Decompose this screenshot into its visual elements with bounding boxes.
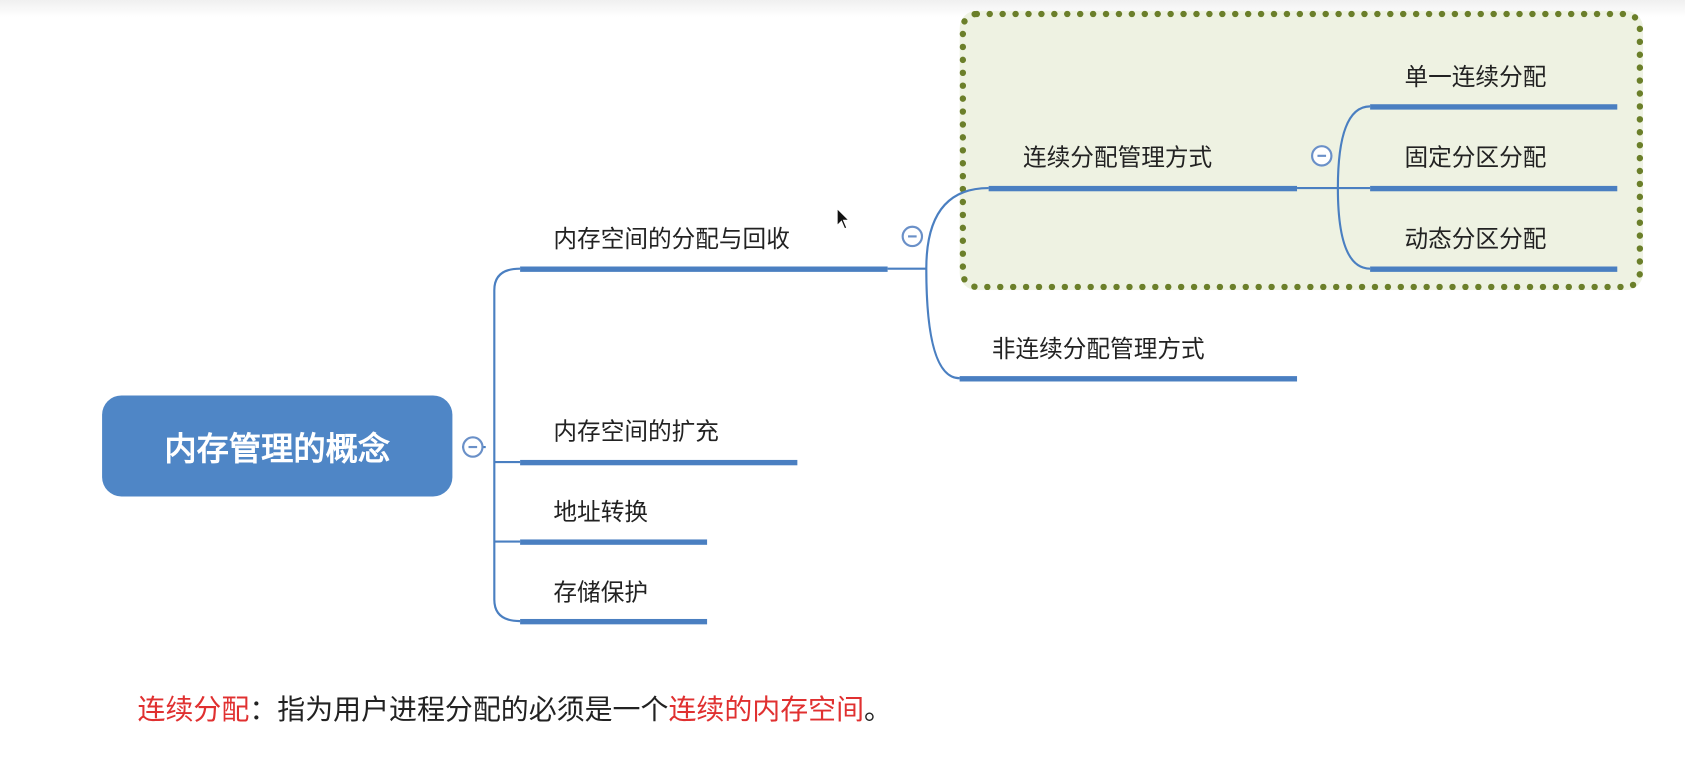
branch-allocation[interactable]: 内存空间的分配与回收 [553,226,790,254]
node-underline [1370,185,1618,192]
branch-expansion[interactable]: 内存空间的扩充 [553,419,719,446]
node-contiguous[interactable]: 连续分配管理方式 [1023,145,1213,172]
note-end: 。 [864,694,893,727]
note-highlight: 连续的内存空间 [668,694,865,727]
contiguous-connector [1297,105,1371,270]
node-underline [988,185,1298,192]
definition-note: 连续分配：指为用户进程分配的必须是一个连续的内存空间。 [138,688,892,728]
collapse-allocation-icon[interactable] [901,225,924,248]
node-underline [1370,104,1618,110]
root-label: 内存管理的概念 [164,430,391,469]
node-dynamic-partition[interactable]: 动态分区分配 [1404,226,1547,254]
branch-address-translation[interactable]: 地址转换 [553,499,649,527]
branch-underline [520,459,798,466]
note-term: 连续分配 [137,694,250,727]
node-fixed-partition[interactable]: 固定分区分配 [1404,145,1547,172]
branch-underline [520,618,708,625]
note-text: 指为用户进程分配的必须是一个 [277,694,669,727]
highlight-box [959,10,1644,291]
branch-stubs [494,461,521,543]
node-underline [1370,266,1618,272]
node-single-contiguous[interactable]: 单一连续分配 [1404,64,1547,92]
mouse-cursor-icon [836,207,851,230]
trunk-line [493,267,521,623]
branch-storage-protection[interactable]: 存储保护 [553,580,649,608]
note-colon: ： [249,694,278,727]
collapse-contiguous-icon[interactable] [1311,145,1333,167]
branch-underline [520,266,888,272]
node-underline [959,376,1298,382]
collapse-root-icon[interactable] [462,436,484,458]
root-node[interactable]: 内存管理的概念 [102,395,453,497]
node-noncontiguous[interactable]: 非连续分配管理方式 [991,336,1205,364]
branch-underline [520,539,708,545]
allocation-connector [887,186,989,380]
